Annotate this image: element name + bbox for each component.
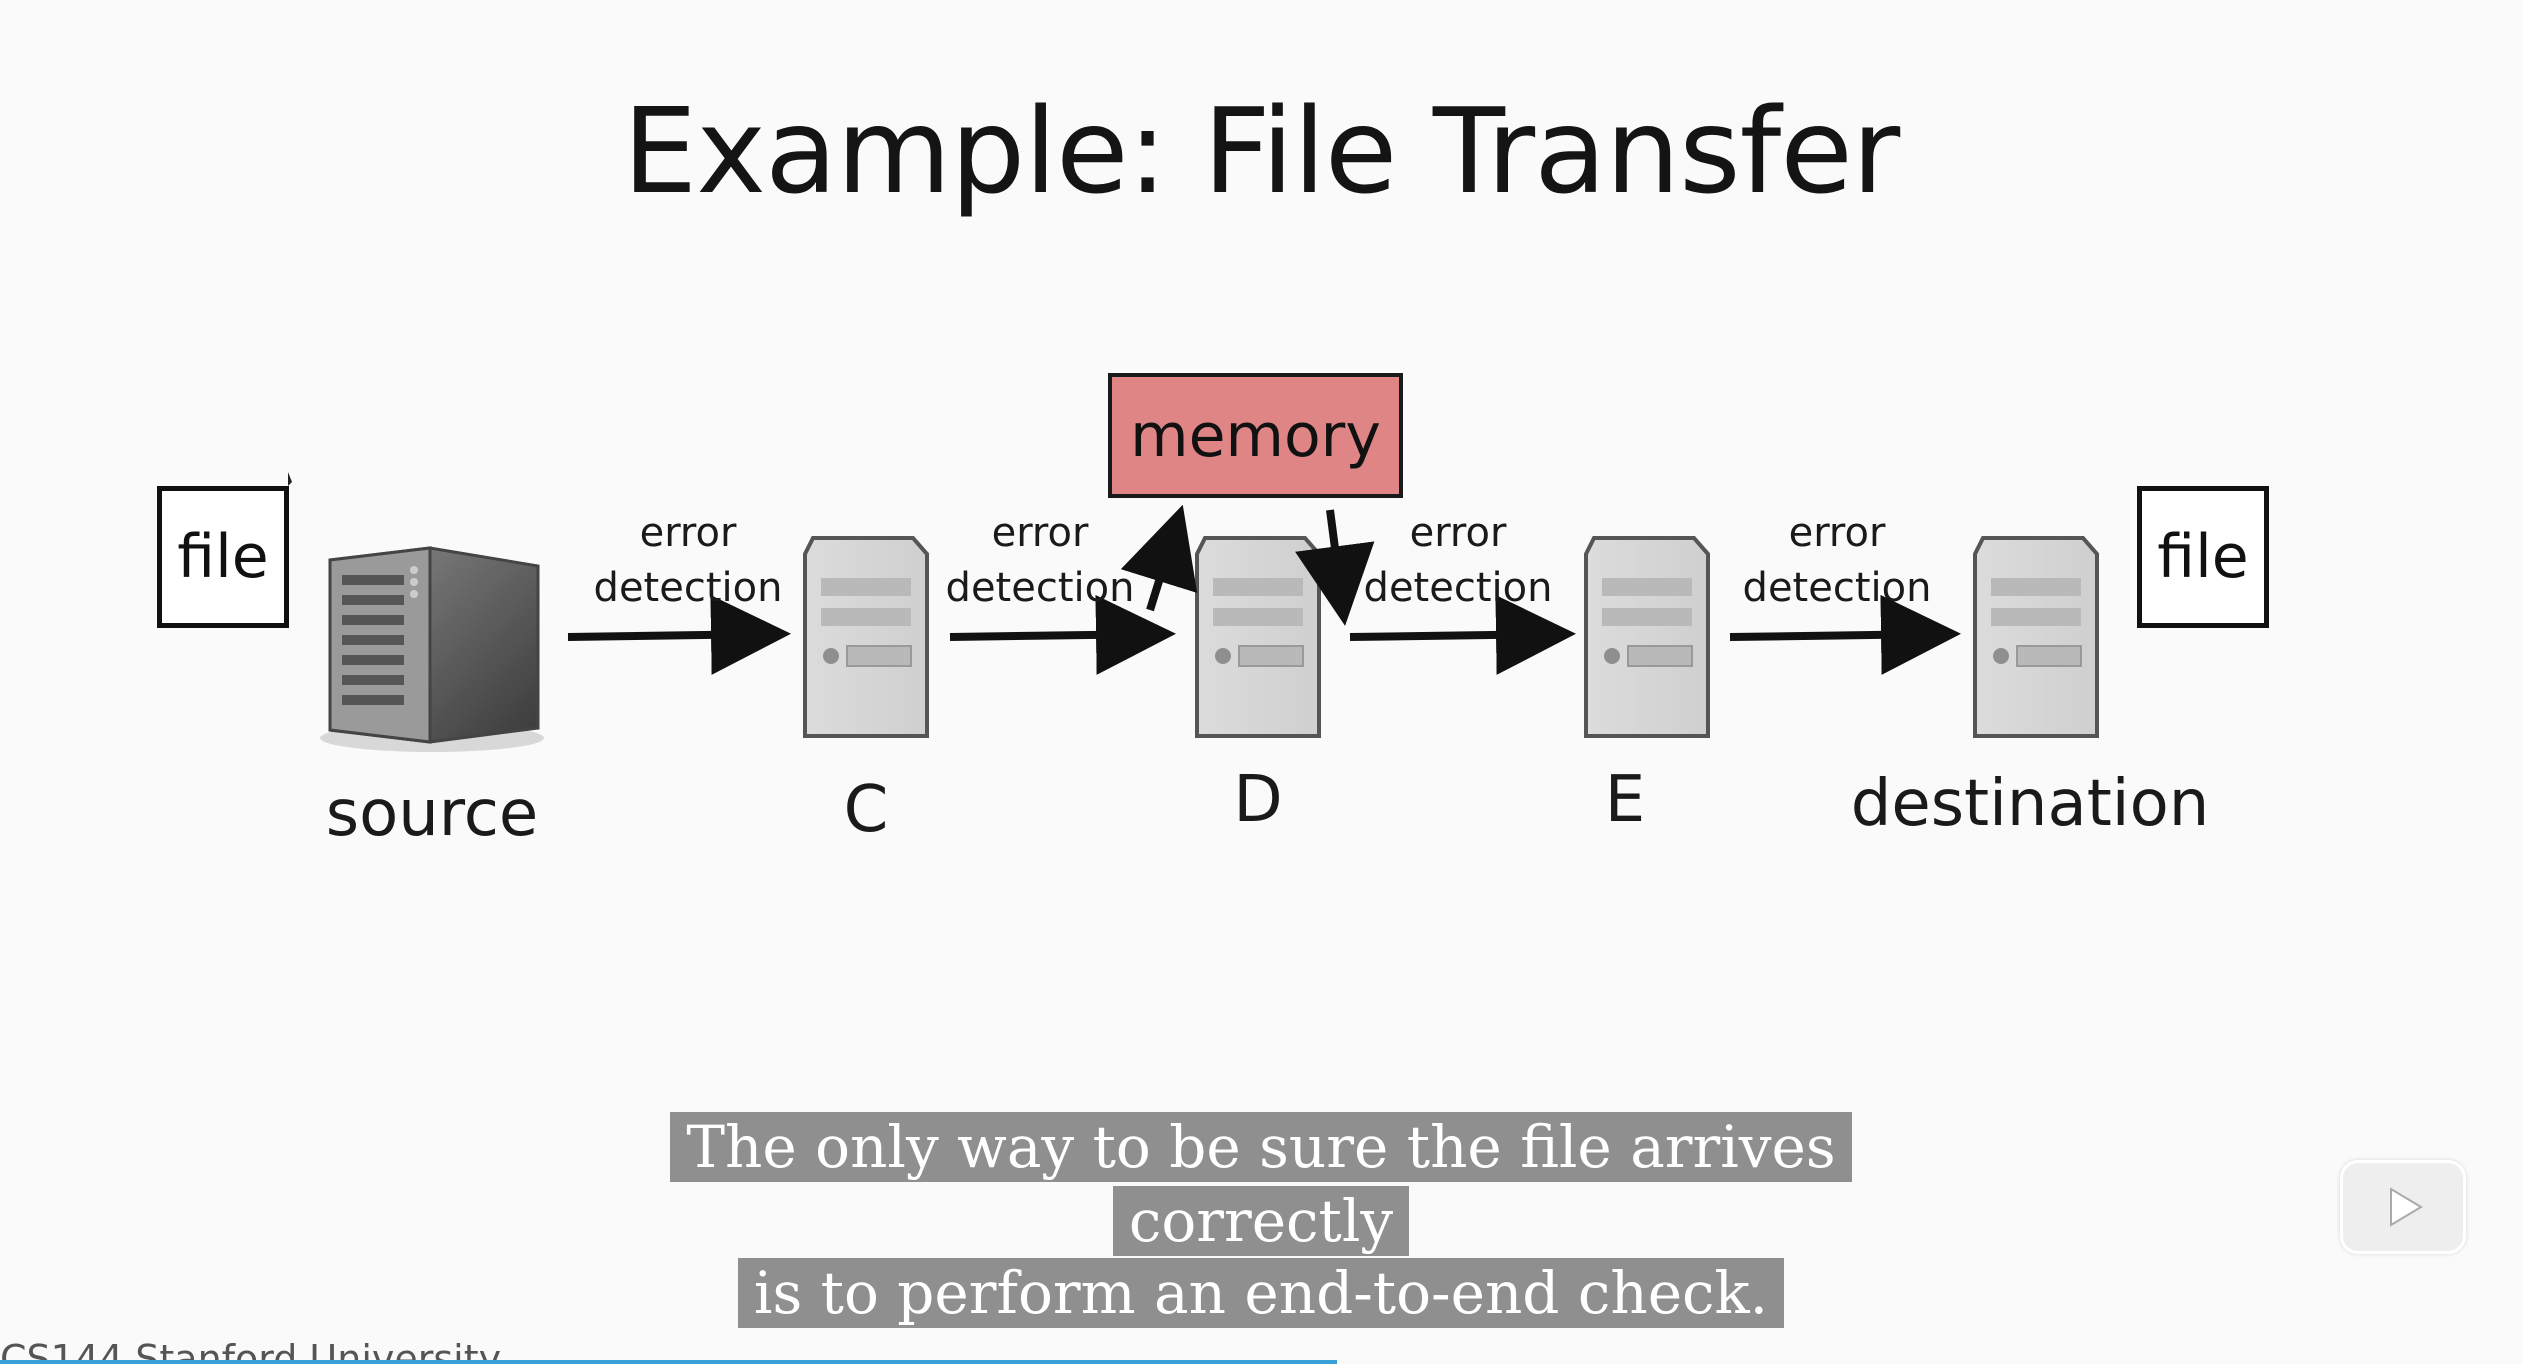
subtitle-line-2: correctly <box>0 1186 2522 1256</box>
subtitle-line-1: The only way to be sure the file arrives <box>0 1112 2522 1182</box>
arrow-e-destination <box>1729 594 1961 675</box>
node-label-source: source <box>325 777 539 851</box>
error-word: error <box>639 510 737 556</box>
file-label-left: file <box>177 522 269 592</box>
error-detection-label-2: error detection <box>930 506 1150 616</box>
arrow-to-memory <box>1120 504 1198 612</box>
arrow-from-memory <box>1295 509 1375 626</box>
play-button[interactable] <box>2340 1160 2466 1254</box>
server-d-icon <box>1195 536 1321 738</box>
file-label-right: file <box>2157 522 2249 592</box>
detection-word: detection <box>1363 565 1553 611</box>
error-word: error <box>991 510 1089 556</box>
error-word: error <box>1409 510 1507 556</box>
arrow-d-e <box>1349 594 1576 675</box>
error-detection-label-3: error detection <box>1348 506 1568 616</box>
video-progress-bar[interactable] <box>0 1360 1337 1364</box>
file-box-left: file <box>157 486 289 628</box>
cursor-icon <box>288 472 292 486</box>
node-label-e: E <box>1604 763 1646 837</box>
source-server-icon <box>320 546 544 752</box>
error-detection-label-1: error detection <box>578 506 798 616</box>
arrow-c-d <box>949 594 1176 675</box>
play-icon <box>2390 1187 2423 1227</box>
node-label-d: D <box>1233 763 1283 837</box>
arrow-source-c <box>567 594 791 675</box>
detection-word: detection <box>1742 565 1932 611</box>
subtitle-line-3: is to perform an end-to-end check. <box>0 1258 2522 1328</box>
detection-word: detection <box>945 565 1135 611</box>
server-c-icon <box>803 536 929 738</box>
memory-label: memory <box>1130 400 1381 471</box>
server-destination-icon <box>1973 536 2099 738</box>
node-label-c: C <box>843 773 889 847</box>
subtitle-text-1: The only way to be sure the file arrives <box>670 1112 1852 1182</box>
slide-title: Example: File Transfer <box>622 82 1901 220</box>
subtitle-text-3: is to perform an end-to-end check. <box>737 1258 1785 1328</box>
subtitle-text-2: correctly <box>1112 1186 1410 1256</box>
detection-word: detection <box>593 565 783 611</box>
server-e-icon <box>1584 536 1710 738</box>
node-label-destination: destination <box>1850 767 2210 841</box>
error-detection-label-4: error detection <box>1727 506 1947 616</box>
file-box-right: file <box>2137 486 2269 628</box>
memory-box: memory <box>1108 373 1403 498</box>
error-word: error <box>1788 510 1886 556</box>
